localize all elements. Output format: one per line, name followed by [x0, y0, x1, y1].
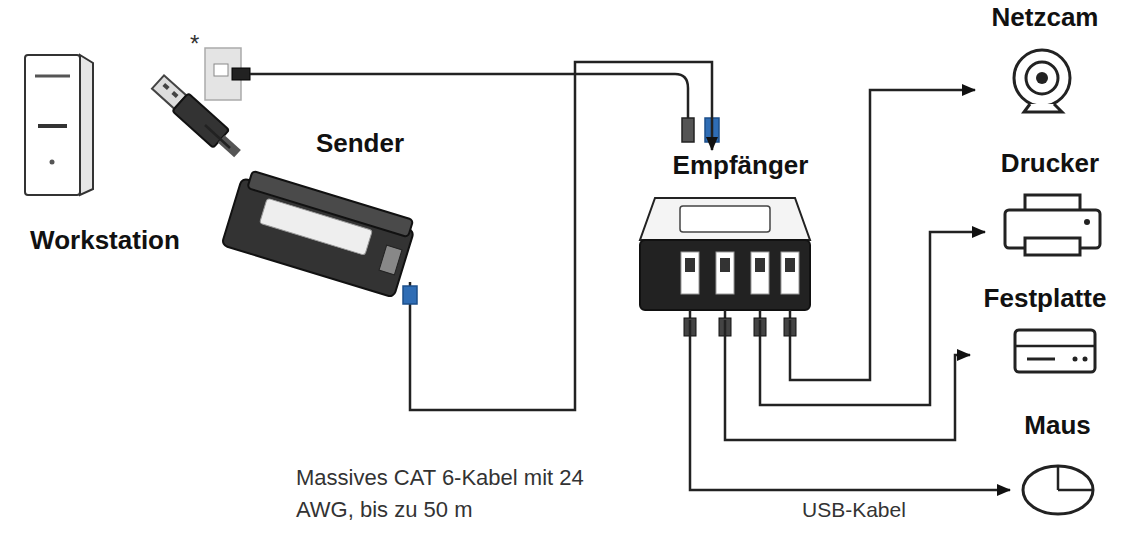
- hard-drive-icon: [1015, 330, 1095, 372]
- device-label: Sender: [316, 128, 404, 159]
- device-label: Workstation: [30, 225, 180, 256]
- device-node: Netzcam: [975, 2, 1115, 118]
- webcam-icon: [1014, 50, 1070, 112]
- device-node: Maus: [1010, 410, 1105, 520]
- usb-cable: [690, 320, 1010, 490]
- usb-port-tongue: [685, 258, 695, 272]
- usb-port-tongue: [720, 258, 730, 272]
- device-label: Festplatte: [984, 283, 1107, 314]
- device-node: Sender: [230, 128, 440, 305]
- device-label: Maus: [1024, 410, 1090, 441]
- cat6-cable: [410, 62, 712, 410]
- usb-port-tongue: [755, 258, 765, 272]
- device-node: Drucker: [985, 148, 1115, 258]
- wall-socket: [205, 48, 250, 100]
- usb-port: [681, 252, 699, 294]
- power-cable: [250, 74, 688, 118]
- device-node: Empfänger: [635, 150, 830, 320]
- usb-port: [781, 252, 799, 294]
- workstation-icon: [25, 55, 93, 195]
- printer-icon: [1005, 195, 1100, 255]
- usb-cable: [725, 320, 970, 440]
- device-node: Festplatte: [970, 283, 1120, 378]
- device-label: Empfänger: [673, 150, 809, 181]
- cable-label: USB-Kabel: [802, 498, 906, 522]
- usb-port-tongue: [785, 258, 795, 272]
- footnote-mark: *: [190, 30, 199, 58]
- device-label: Netzcam: [992, 2, 1099, 33]
- cable-label: Massives CAT 6-Kabel mit 24 AWG, bis zu …: [296, 462, 626, 526]
- mouse-icon: [1023, 466, 1093, 514]
- receiver-hub: [640, 198, 810, 336]
- device-label: Drucker: [1001, 148, 1099, 179]
- power-plug: [682, 118, 694, 142]
- usb-cable: [790, 90, 975, 380]
- usb-cable: [205, 125, 230, 148]
- sender-device: [222, 168, 418, 297]
- device-node: Workstation: [5, 40, 205, 256]
- usb-port: [751, 252, 769, 294]
- usb-cable: [760, 232, 985, 405]
- usb-port: [716, 252, 734, 294]
- rj45-plug: [403, 286, 417, 304]
